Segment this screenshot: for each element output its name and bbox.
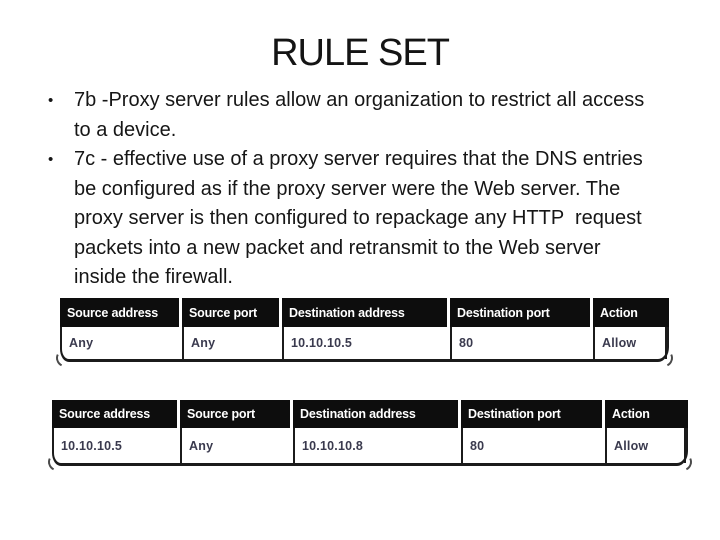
bullet-text: 7c - effective use of a proxy server req… (74, 148, 649, 288)
cell-action: Allow (607, 428, 686, 463)
firewall-rule-table-1: Source address Source port Destination a… (53, 298, 676, 370)
slide-title: RULE SET (271, 32, 450, 74)
bullet-icon: • (48, 151, 54, 168)
header-cell-source-port: Source port (182, 298, 282, 327)
cell-destination-port: 80 (452, 327, 595, 359)
header-cell-source-port: Source port (180, 400, 293, 428)
header-cell-action: Action (600, 305, 638, 320)
table-header-row: Source address Source port Destination a… (52, 400, 688, 428)
cell-source-address: Any (62, 327, 184, 359)
header-cell-source-address: Source address (52, 400, 180, 428)
header-cell-action: Action (612, 407, 650, 421)
cell-destination-address: 10.10.10.8 (295, 428, 463, 463)
firewall-rule-table-2: Source address Source port Destination a… (45, 400, 695, 474)
header-cell-destination-address: Destination address (293, 400, 461, 428)
table-header-row: Source address Source port Destination a… (60, 298, 669, 327)
cell-action: Allow (595, 327, 667, 359)
table-row: Any Any 10.10.10.5 80 Allow (53, 327, 676, 370)
cell-source-port: Any (184, 327, 284, 359)
bullet-item: • 7c - effective use of a proxy server r… (44, 145, 650, 293)
bullet-text: 7b -Proxy server rules allow an organiza… (74, 89, 650, 141)
header-cell-destination-port: Destination port (450, 298, 593, 327)
header-cell-source-address: Source address (60, 298, 182, 327)
table-row: 10.10.10.5 Any 10.10.10.8 80 Allow (45, 428, 695, 474)
header-cell-destination-address: Destination address (282, 298, 450, 327)
cell-source-port: Any (182, 428, 295, 463)
bullet-list: • 7b -Proxy server rules allow an organi… (44, 86, 650, 293)
cell-source-address: 10.10.10.5 (54, 428, 182, 463)
cell-destination-address: 10.10.10.5 (284, 327, 452, 359)
cell-destination-port: 80 (463, 428, 607, 463)
bullet-item: • 7b -Proxy server rules allow an organi… (44, 86, 650, 145)
bullet-icon: • (48, 92, 54, 109)
header-cell-destination-port: Destination port (461, 400, 605, 428)
